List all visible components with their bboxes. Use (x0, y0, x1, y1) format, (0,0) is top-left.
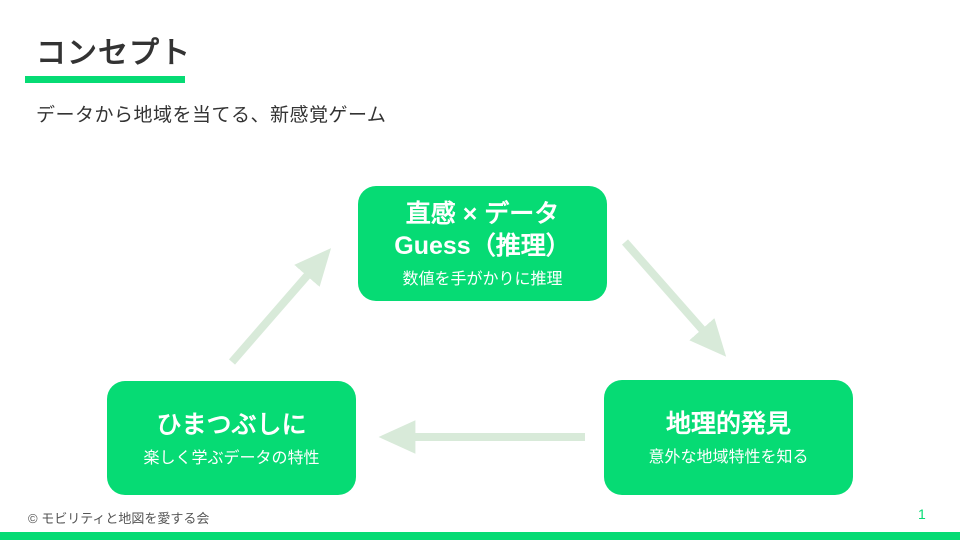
title-underline (25, 76, 185, 83)
page-number: 1 (918, 506, 926, 522)
node-pastime-caption: 楽しく学ぶデータの特性 (143, 449, 320, 467)
node-guess-title-line2: Guess（推理） (394, 232, 571, 260)
node-discovery-caption: 意外な地域特性を知る (648, 449, 809, 466)
concept-node-pastime: ひまつぶしに 楽しく学ぶデータの特性 (107, 381, 356, 495)
node-discovery-title: 地理的発見 (665, 410, 791, 438)
bottom-accent-bar (0, 532, 960, 540)
arrow-left-to-top-icon (228, 248, 332, 365)
concept-node-discovery: 地理的発見 意外な地域特性を知る (604, 380, 853, 495)
node-guess-caption: 数値を手がかりに推理 (402, 271, 563, 288)
slide-subtitle: データから地域を当てる、新感覚ゲーム (36, 105, 387, 126)
footer-copyright: © モビリティと地図を愛する会 (28, 511, 210, 526)
node-pastime-title: ひまつぶしに (156, 410, 307, 439)
node-guess-title-line1: 直感 × データ (405, 200, 560, 228)
arrow-top-to-right-icon (621, 239, 727, 357)
concept-node-guess: 直感 × データ Guess（推理） 数値を手がかりに推理 (358, 186, 607, 301)
page-title: コンセプト (36, 37, 191, 70)
